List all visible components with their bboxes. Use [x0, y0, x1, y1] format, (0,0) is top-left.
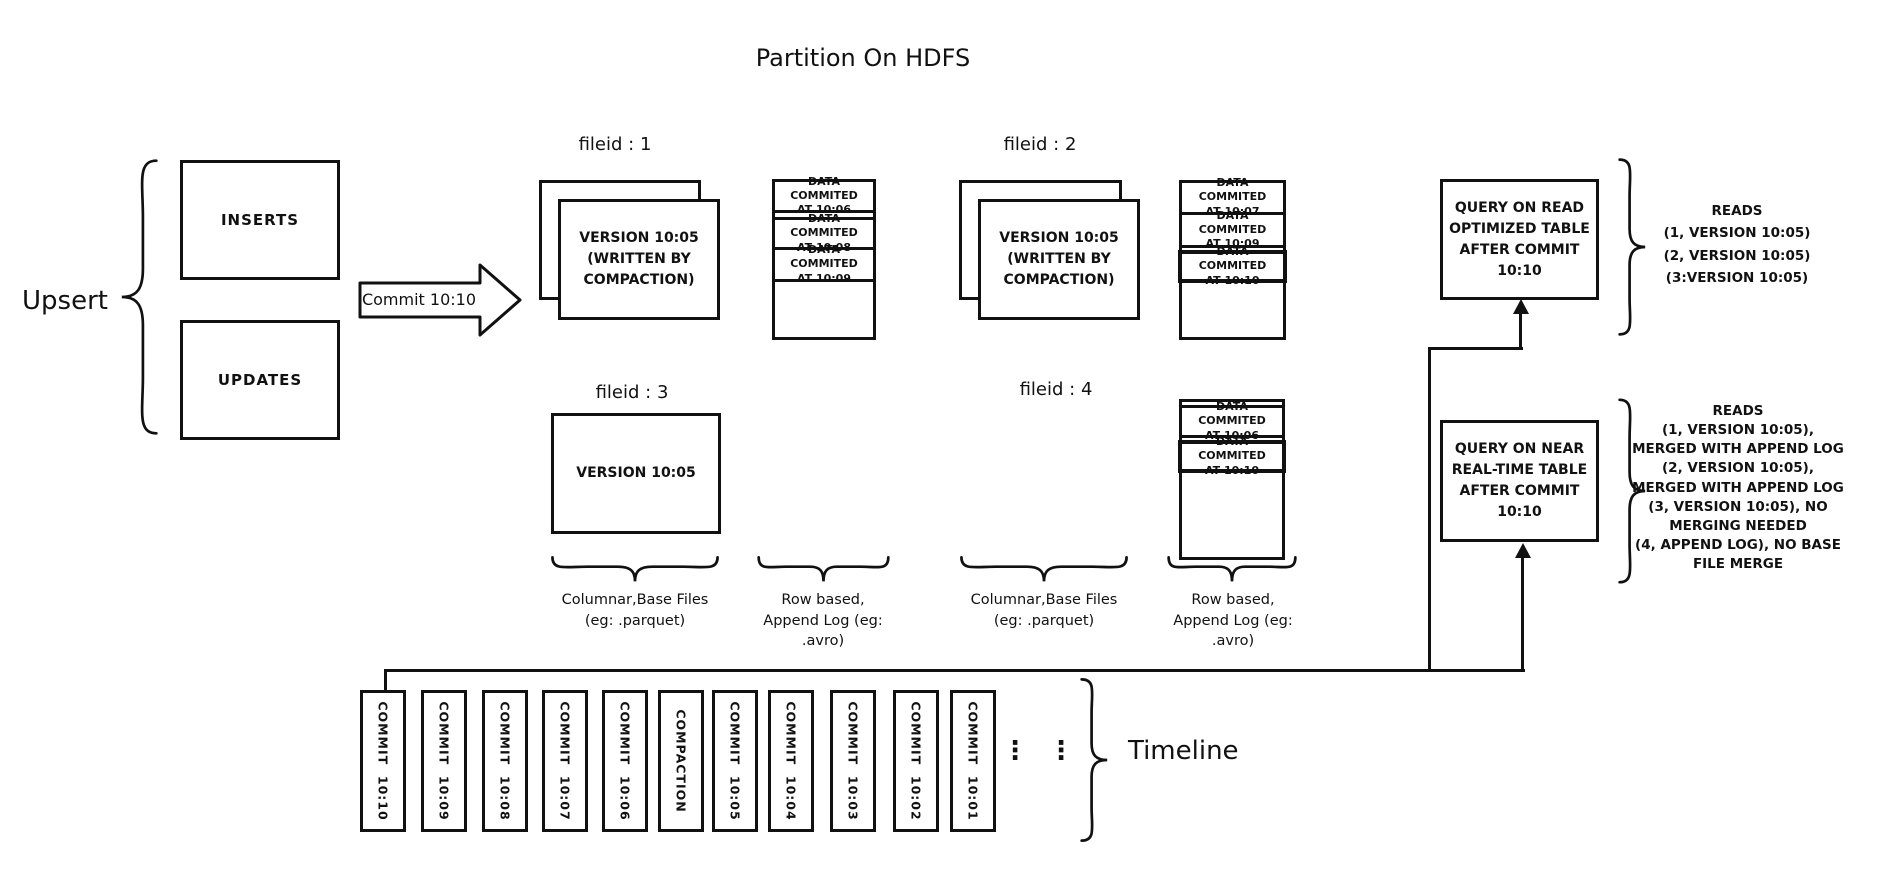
timeline-drop-line — [384, 669, 387, 692]
timeline-commit-label: COMMIT 10:08 — [497, 701, 513, 821]
log-entry-latest: DATA COMMITED AT 10:10 — [1178, 435, 1286, 477]
reads-brace-read-optimized — [1614, 156, 1648, 338]
timeline-commit-box: COMMIT 10:08 — [482, 690, 528, 832]
fileid-2-append-log: DATA COMMITED AT 10:07 DATA COMMITED AT … — [1178, 176, 1287, 340]
query-read-optimized-box: QUERY ON READ OPTIMIZED TABLE AFTER COMM… — [1440, 179, 1599, 300]
timeline-commit-box: COMMIT 10:02 — [893, 690, 939, 832]
commit-arrow-icon — [358, 263, 522, 337]
fileid-1-base-file: VERSION 10:05 (WRITTEN BY COMPACTION) — [558, 199, 720, 320]
timeline-commit-box: COMMIT 10:09 — [421, 690, 467, 832]
timeline-connector-line — [384, 669, 1525, 672]
timeline-label: Timeline — [1128, 736, 1239, 766]
timeline-commit-box: COMMIT 10:01 — [950, 690, 996, 832]
columnar-files-brace-right — [958, 552, 1130, 584]
query-read-optimized-text: QUERY ON READ OPTIMIZED TABLE AFTER COMM… — [1449, 199, 1590, 279]
timeline-commit-box: COMMIT 10:10 — [360, 690, 406, 832]
log-entry: DATA COMMITED AT 10:09 — [1182, 209, 1283, 250]
fileid-4-append-log: DATA COMMITED AT 10:06 DATA COMMITED AT … — [1178, 399, 1286, 560]
log-gap — [1182, 402, 1282, 408]
riser-line — [1428, 347, 1431, 672]
arrow-to-near-realtime — [1521, 556, 1524, 672]
log-entry: DATA COMMITED AT 10:06 — [775, 175, 873, 216]
timeline-commit-box: COMMIT 10:06 — [602, 690, 648, 832]
arrowhead-up-icon — [1515, 543, 1531, 558]
timeline-brace — [1076, 676, 1110, 844]
fileid-4-label: fileid : 4 — [1019, 379, 1093, 400]
inserts-box: INSERTS — [180, 160, 340, 280]
timeline-compaction-label: COMPACTION — [673, 709, 689, 813]
fileid-3-base-text: VERSION 10:05 — [576, 465, 696, 481]
timeline-commit-box: COMMIT 10:03 — [830, 690, 876, 832]
fileid-3-label: fileid : 3 — [595, 382, 669, 403]
append-log-brace-right — [1166, 552, 1298, 584]
fileid-2-base-file: VERSION 10:05 (WRITTEN BY COMPACTION) — [978, 199, 1140, 320]
timeline-commit-label: COMMIT 10:03 — [845, 701, 861, 821]
columnar-base-files-label: Columnar,Base Files (eg: .parquet) — [561, 592, 709, 629]
reads-near-realtime: READS (1, VERSION 10:05), MERGED WITH AP… — [1632, 403, 1844, 573]
reads-read-optimized: READS (1, VERSION 10:05) (2, VERSION 10:… — [1663, 203, 1811, 286]
timeline-commit-box: COMMIT 10:05 — [712, 690, 758, 832]
timeline-commit-label: COMMIT 10:06 — [617, 701, 633, 821]
log-entry-latest: DATA COMMITED AT 10:10 — [1178, 245, 1287, 287]
timeline-commit-label: COMMIT 10:09 — [436, 701, 452, 821]
row-based-append-log-label: Row based, Append Log (eg: .avro) — [763, 592, 883, 650]
timeline-commit-label: COMMIT 10:01 — [965, 701, 981, 821]
append-log-brace-left — [756, 552, 891, 584]
fileid-1-append-log: DATA COMMITED AT 10:06 DATA COMMITED AT … — [772, 175, 876, 340]
timeline-commit-box: COMMIT 10:04 — [768, 690, 814, 832]
ellipsis-icon: ⋮ — [1048, 736, 1074, 766]
row-based-append-log-label: Row based, Append Log (eg: .avro) — [1173, 592, 1293, 650]
updates-label: UPDATES — [217, 371, 303, 389]
timeline-commit-label: COMMIT 10:10 — [375, 701, 391, 821]
timeline-commit-box: COMMIT 10:07 — [542, 690, 588, 832]
inserts-label: INSERTS — [220, 211, 300, 229]
fileid-1-label: fileid : 1 — [578, 134, 652, 155]
reads-brace-near-realtime — [1614, 396, 1648, 586]
fileid-1-base-text: VERSION 10:05 (WRITTEN BY COMPACTION) — [579, 230, 699, 288]
columnar-base-files-label: Columnar,Base Files (eg: .parquet) — [970, 592, 1118, 629]
timeline-commit-label: COMMIT 10:02 — [908, 701, 924, 821]
ellipsis-icon: ⋮ — [1002, 736, 1028, 766]
log-entry: DATA COMMITED AT 10:07 — [1182, 176, 1283, 218]
fileid-2-base-text: VERSION 10:05 (WRITTEN BY COMPACTION) — [999, 230, 1119, 288]
fileid-3-base-file: VERSION 10:05 — [551, 413, 721, 534]
log-entry: DATA COMMITED AT 10:09 — [775, 243, 873, 285]
query-near-realtime-box: QUERY ON NEAR REAL-TIME TABLE AFTER COMM… — [1440, 420, 1599, 542]
commit-arrow-label: Commit 10:10 — [361, 290, 477, 309]
updates-box: UPDATES — [180, 320, 340, 440]
upsert-label: Upsert — [22, 286, 108, 316]
fileid-2-label: fileid : 2 — [1003, 134, 1077, 155]
diagram-title: Partition On HDFS — [755, 44, 971, 72]
timeline-commit-label: COMMIT 10:04 — [783, 701, 799, 821]
columnar-files-brace-left — [549, 552, 721, 584]
arrowhead-up-icon — [1513, 299, 1529, 314]
log-entry: DATA COMMITED AT 10:06 — [1182, 400, 1282, 442]
arrow-to-read-optimized — [1519, 312, 1522, 350]
timeline-compaction-box: COMPACTION — [658, 690, 704, 832]
elbow-line — [1428, 347, 1523, 350]
timeline-commit-label: COMMIT 10:05 — [727, 701, 743, 821]
query-near-realtime-text: QUERY ON NEAR REAL-TIME TABLE AFTER COMM… — [1451, 441, 1588, 520]
log-gap — [775, 213, 873, 220]
upsert-brace — [118, 155, 164, 439]
timeline-commit-label: COMMIT 10:07 — [557, 701, 573, 821]
